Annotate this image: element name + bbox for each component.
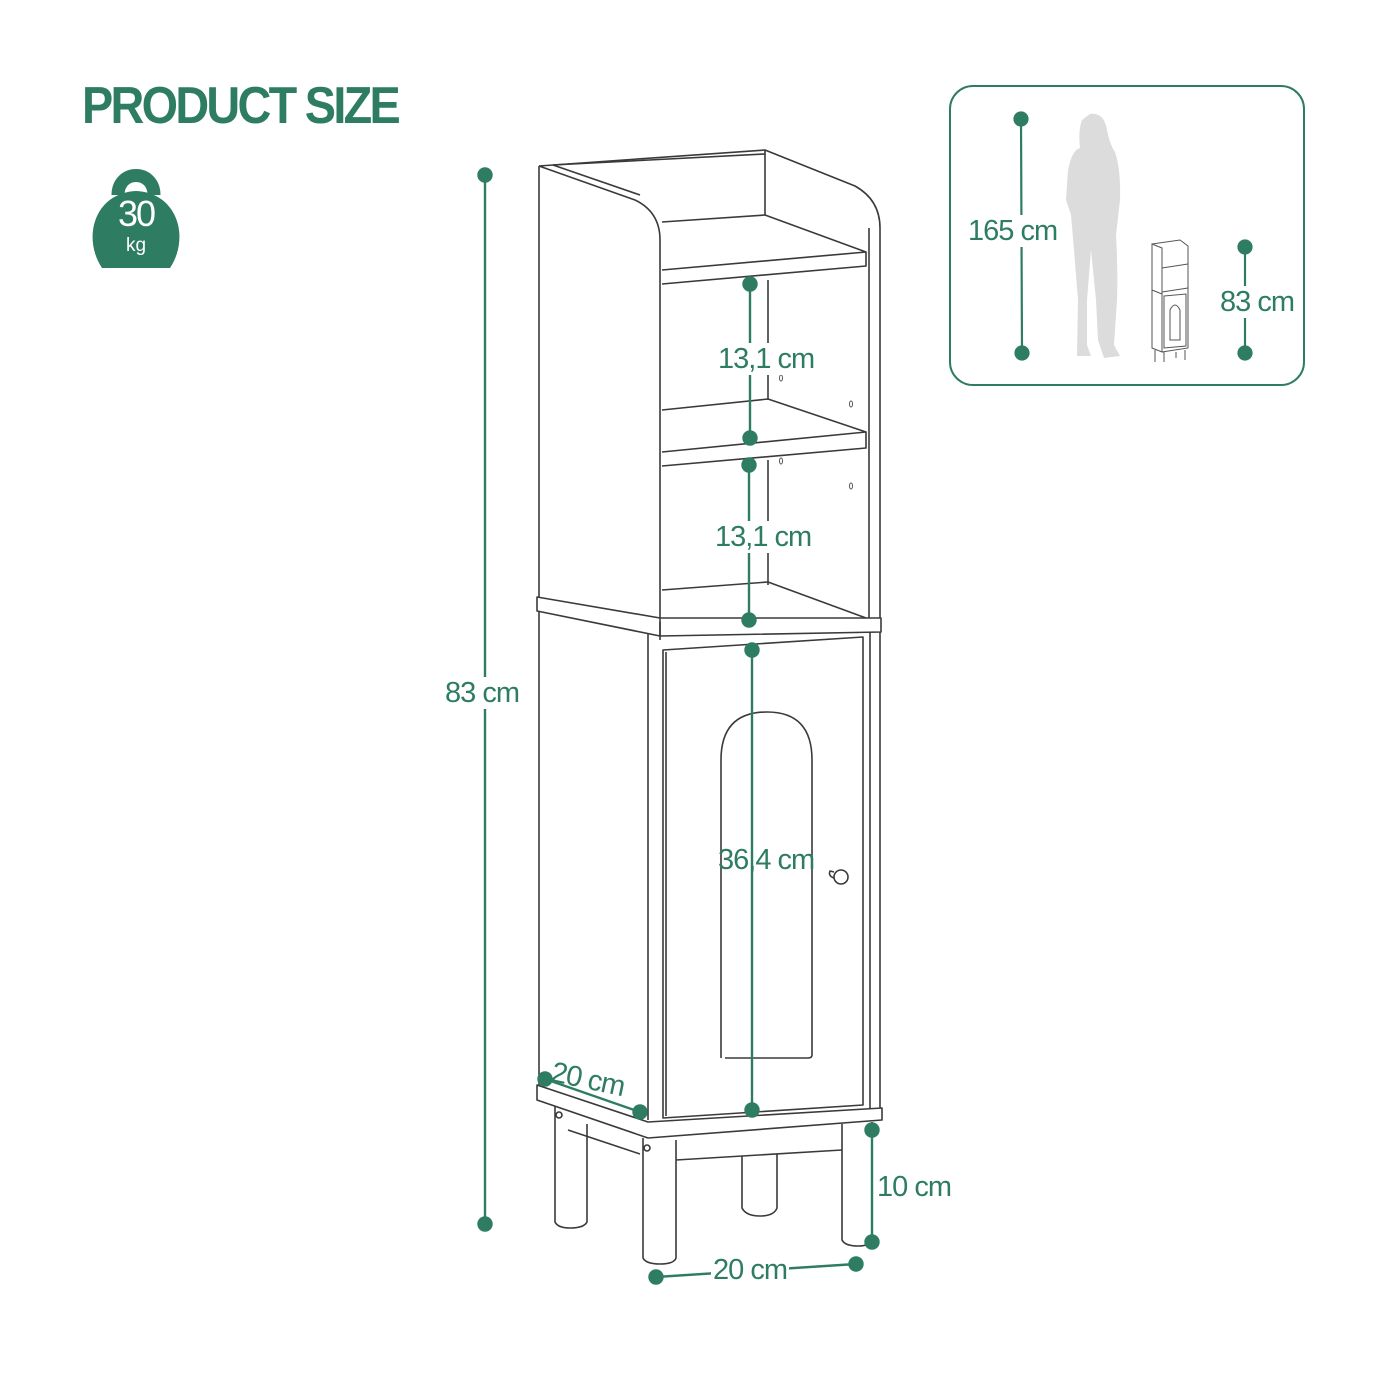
width-label: 20 cm	[711, 1254, 789, 1286]
weight-capacity-badge: 30 kg	[88, 163, 184, 271]
lower-shelf-height-label: 13,1 cm	[713, 521, 814, 553]
weight-unit: kg	[125, 235, 147, 256]
page-title: PRODUCT SIZE	[82, 77, 401, 135]
cabinet-height-label: 83 cm	[1218, 286, 1296, 318]
height-comparison-inset	[949, 85, 1305, 386]
door-height-label: 36,4 cm	[718, 844, 815, 876]
person-height-label: 165 cm	[966, 215, 1060, 247]
upper-shelf-height-label: 13,1 cm	[716, 343, 817, 375]
total-height-label: 83 cm	[443, 677, 521, 709]
kettlebell-weight-icon	[92, 169, 180, 268]
leg-height-label: 10 cm	[875, 1171, 953, 1203]
weight-value: 30	[117, 193, 156, 234]
